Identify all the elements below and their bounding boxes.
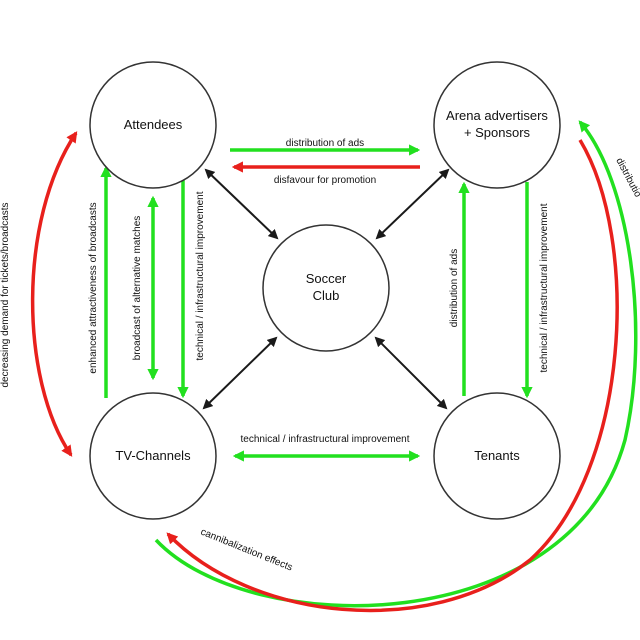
label-decreasing-demand: decreasing demand for tickets/broadcasts — [0, 202, 11, 387]
node-soccer-label-2: Club — [313, 288, 340, 303]
arc-decreasing-demand — [30, 131, 78, 457]
node-tenants-label: Tenants — [474, 448, 520, 463]
node-advertisers-label-2: + Sponsors — [464, 125, 531, 140]
label-distribution-ads-top: distribution of ads — [286, 138, 364, 149]
label-broadcast-alternative: broadcast of alternative matches — [132, 216, 143, 361]
node-attendees-label: Attendees — [124, 117, 183, 132]
arrow-soccer-tv — [202, 336, 278, 410]
arc-cannibalization — [166, 139, 619, 613]
arc-distribution-outer — [154, 120, 638, 608]
node-advertisers: Arena advertisers + Sponsors — [433, 61, 561, 189]
node-tv-label: TV-Channels — [115, 448, 191, 463]
label-disfavour: disfavour for promotion — [274, 175, 376, 186]
node-tv-channels: TV-Channels — [89, 392, 217, 520]
node-soccer-label-1: Soccer — [306, 271, 347, 286]
label-tech-bottom: technical / infrastructural improvement — [241, 434, 410, 445]
label-enhanced-attractiveness: enhanced attractiveness of broadcasts — [88, 202, 99, 373]
arrow-soccer-tenants — [374, 336, 448, 410]
node-advertisers-label-1: Arena advertisers — [446, 108, 548, 123]
label-distribution-ads-right: distribution of ads — [449, 249, 460, 327]
node-attendees: Attendees — [89, 61, 217, 189]
label-tech-right: technical / infrastructural improvement — [539, 203, 550, 372]
label-cannibalization: cannibalization effects — [199, 527, 294, 574]
arrow-soccer-attendees — [204, 168, 279, 240]
node-tenants: Tenants — [433, 392, 561, 520]
label-tech-left: technical / infrastructural improvement — [195, 191, 206, 360]
arrow-soccer-advertisers — [375, 168, 450, 240]
node-soccer-club: Soccer Club — [262, 224, 390, 352]
